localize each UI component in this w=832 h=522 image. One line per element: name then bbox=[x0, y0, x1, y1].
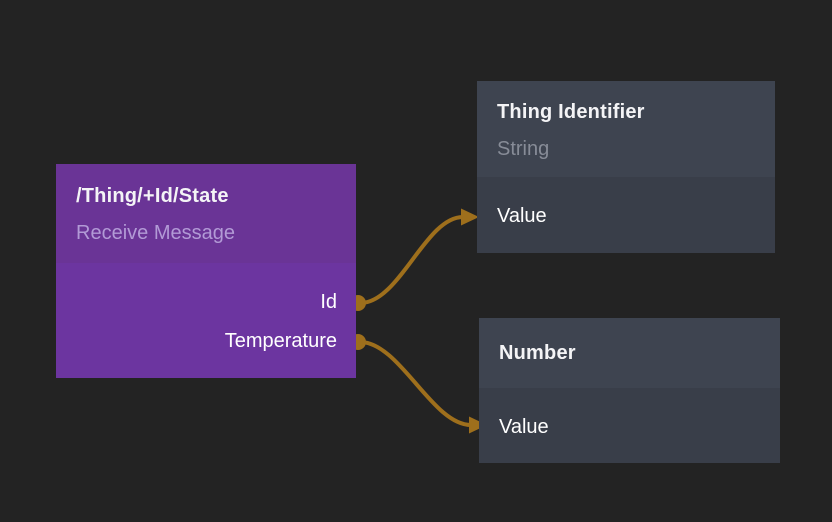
wire-path[interactable] bbox=[358, 340, 473, 427]
node-receive-message[interactable]: /Thing/+Id/State Receive Message Id Temp… bbox=[56, 164, 356, 378]
node-header[interactable]: /Thing/+Id/State Receive Message bbox=[56, 164, 356, 263]
output-label: Id bbox=[320, 291, 337, 313]
input-row-value[interactable]: Value bbox=[479, 388, 780, 463]
wire-arrowhead-icon bbox=[461, 208, 479, 226]
wire-arrowhead-icon bbox=[469, 416, 487, 434]
node-title: Number bbox=[499, 342, 576, 364]
node-header[interactable]: Number bbox=[479, 318, 780, 388]
wire-id-to-thing-identifier-value[interactable] bbox=[358, 208, 479, 305]
output-label: Temperature bbox=[224, 330, 337, 352]
input-row-value[interactable]: Value bbox=[477, 177, 775, 253]
node-header[interactable]: Thing Identifier String bbox=[477, 81, 775, 177]
node-subtitle: Receive Message bbox=[76, 222, 235, 244]
node-thing-identifier[interactable]: Thing Identifier String Value bbox=[477, 81, 775, 253]
wire-temperature-to-number-value[interactable] bbox=[358, 340, 487, 434]
node-inputs: Value bbox=[477, 177, 775, 253]
node-number[interactable]: Number Value bbox=[479, 318, 780, 463]
input-label: Value bbox=[497, 205, 547, 227]
node-subtitle: String bbox=[497, 138, 550, 160]
node-inputs: Value bbox=[479, 388, 780, 463]
input-label: Value bbox=[499, 415, 549, 438]
node-title: Thing Identifier bbox=[497, 101, 645, 123]
output-row-id[interactable]: Id bbox=[56, 283, 356, 322]
wire-path[interactable] bbox=[358, 215, 465, 305]
node-outputs: Id Temperature bbox=[56, 263, 356, 378]
output-row-temperature[interactable]: Temperature bbox=[56, 322, 356, 361]
node-title: /Thing/+Id/State bbox=[76, 185, 229, 207]
